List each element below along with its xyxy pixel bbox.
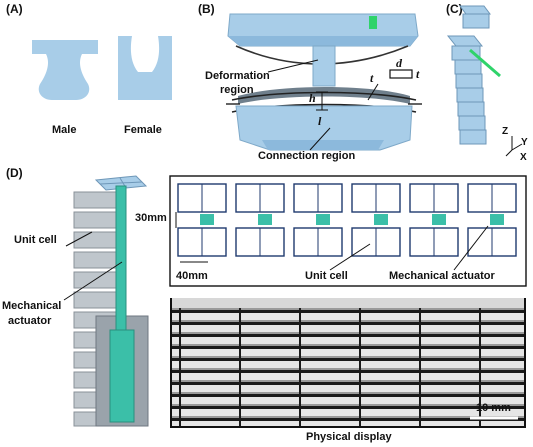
female-connector-shape: [118, 36, 172, 100]
deformation-region-label-1: Deformation: [205, 70, 270, 82]
female-label: Female: [124, 124, 162, 136]
var-t-label: t: [370, 71, 374, 85]
dim-30mm-label: 30mm: [135, 212, 167, 224]
panel-label-c: (C): [446, 2, 463, 16]
var-t2-label: t: [416, 67, 420, 81]
male-connector-shape: [32, 40, 98, 100]
panel-label-d: (D): [6, 166, 23, 180]
var-h-label: h: [309, 91, 316, 105]
var-l-label: l: [318, 114, 322, 128]
scale-bar-label: 10 mm: [476, 402, 511, 414]
var-d-label: d: [396, 56, 402, 70]
physical-display-label: Physical display: [306, 431, 392, 443]
deformation-region-label-2: region: [220, 84, 254, 96]
panel-label-a: (A): [6, 2, 23, 16]
unit-cell-grid-label: Unit cell: [305, 270, 348, 282]
axis-x-label: X: [520, 152, 527, 163]
green-marker: [369, 16, 377, 29]
mechanical-actuator-grid-label: Mechanical actuator: [389, 270, 495, 282]
dim-40mm-label: 40mm: [176, 270, 208, 282]
axis-z-label: Z: [502, 126, 509, 137]
unit-cell-left-label: Unit cell: [14, 234, 57, 246]
axis-y-label: Y: [521, 137, 528, 148]
male-label: Male: [52, 124, 77, 136]
panel-label-b: (B): [198, 2, 215, 16]
mechanical-actuator-left-label-2: actuator: [8, 315, 52, 327]
connection-region-label: Connection region: [258, 150, 356, 162]
mechanical-actuator-left-label-1: Mechanical: [2, 300, 62, 312]
